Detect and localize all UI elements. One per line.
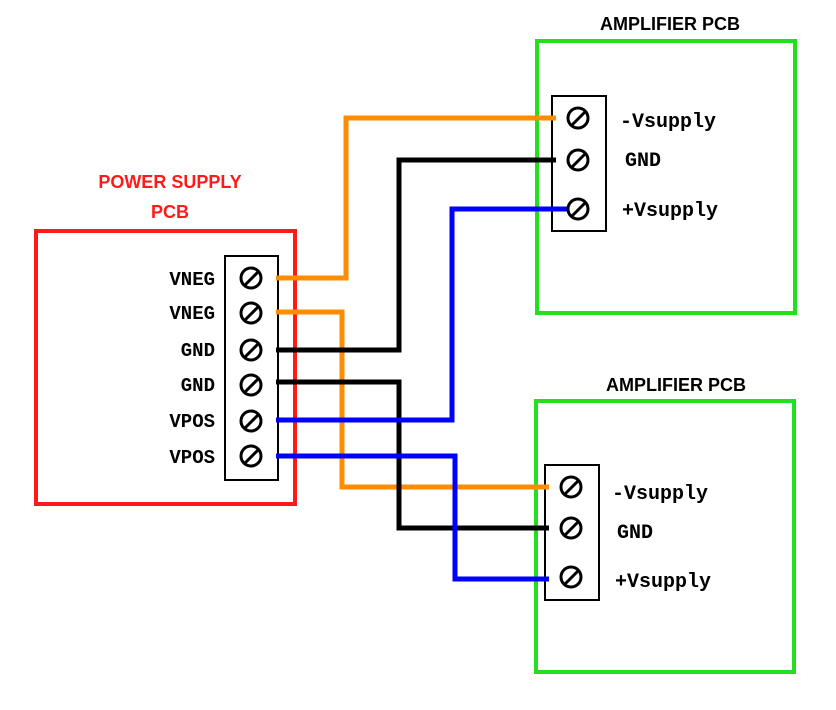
screw-icon <box>559 516 583 540</box>
amp-top-label-3: +Vsupply <box>622 200 718 223</box>
wire-vneg-to-top-amp <box>276 115 556 281</box>
amplifier-bottom-title: AMPLIFIER PCB <box>606 375 746 395</box>
screw-icon <box>559 565 583 589</box>
amplifier-top-title: AMPLIFIER PCB <box>600 14 740 34</box>
screw-icon <box>566 197 590 221</box>
amplifier-bottom-board <box>534 399 796 674</box>
amp-bottom-label-3: +Vsupply <box>615 571 711 594</box>
screw-icon <box>239 373 263 397</box>
screw-icon <box>239 266 263 290</box>
amplifier-top-board <box>535 39 797 315</box>
ps-pin-label-3: GND <box>181 340 215 362</box>
screw-icon <box>559 475 583 499</box>
screw-icon <box>566 148 590 172</box>
wire-vneg-to-bottom-amp <box>276 309 549 490</box>
amp-bottom-screws <box>559 475 583 589</box>
power-supply-terminal-block <box>224 255 279 481</box>
power-supply-title-line2: PCB <box>151 202 189 222</box>
screw-icon <box>239 301 263 325</box>
ps-pin-label-5: VPOS <box>169 411 215 433</box>
ps-screws <box>239 266 263 468</box>
amp-bottom-label-1: -Vsupply <box>612 483 708 506</box>
wire-vpos-to-top-amp <box>276 206 576 423</box>
power-supply-title-line1: POWER SUPPLY <box>98 172 241 192</box>
screw-icon <box>239 338 263 362</box>
wire-gnd-to-top-amp <box>276 157 556 353</box>
amp-top-screws <box>566 106 590 221</box>
amp-bottom-label-2: GND <box>617 522 653 545</box>
wire-vpos-to-bottom-amp <box>276 453 549 582</box>
screw-icon <box>239 444 263 468</box>
ps-pin-label-1: VNEG <box>169 269 215 291</box>
amp-top-label-2: GND <box>625 150 661 173</box>
amp-top-label-1: -Vsupply <box>620 111 716 134</box>
ps-pin-label-6: VPOS <box>169 447 215 469</box>
screw-icon <box>566 106 590 130</box>
ps-pin-label-2: VNEG <box>169 303 215 325</box>
power-supply-board <box>34 229 297 506</box>
screw-icon <box>239 409 263 433</box>
ps-pin-label-4: GND <box>181 375 215 397</box>
